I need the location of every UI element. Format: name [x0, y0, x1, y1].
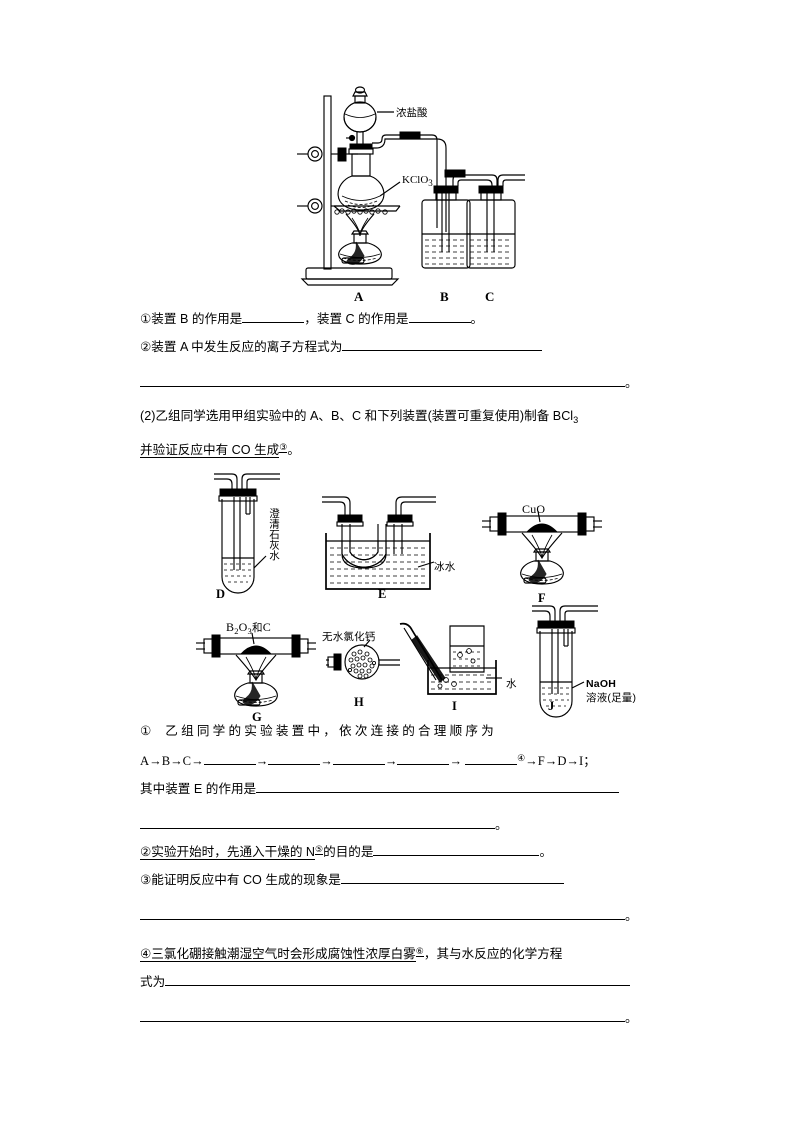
q3-chain-start: A→B→C→ — [140, 754, 204, 768]
figure2-label-d: D — [216, 587, 226, 601]
q3-item1-sub-line: 其中装置 E 的作用是 — [140, 776, 680, 802]
answer-blank[interactable] — [465, 749, 518, 765]
q4-item2-end: 。 — [539, 845, 553, 859]
figure2-label-g: G — [252, 710, 262, 724]
answer-blank[interactable] — [165, 970, 631, 986]
q2-intro-subscript: 3 — [573, 415, 579, 425]
q3-chain-end: →F→D→I； — [525, 754, 596, 768]
answer-blank[interactable] — [140, 813, 495, 829]
label-naoh-solution-excess: 溶液(足量) — [586, 692, 637, 704]
answer-blank[interactable] — [332, 749, 385, 765]
q4-item3-line: ③能证明反应中有 CO 生成的现象是 — [140, 867, 680, 893]
answer-blank[interactable] — [373, 840, 540, 856]
q1-item2-line: ②装置 A 中发生反应的离子方程式为 — [140, 334, 660, 360]
q1-item2-prefix: ②装置 A 中发生反应的离子方程式为 — [140, 340, 343, 354]
figure-apparatus-i — [390, 620, 510, 700]
question-3-block: ① 乙组同学的实验装置中，依次连接的合理顺序为 A→B→C→ → → → → ④→F→D→I… — [140, 718, 680, 838]
figure-apparatus-e — [314, 485, 454, 595]
label-anhydrous-calcium-chloride: 无水氯化钙 — [322, 631, 376, 643]
answer-blank[interactable] — [408, 307, 471, 323]
answer-blank[interactable] — [268, 749, 321, 765]
answer-blank[interactable] — [340, 868, 564, 884]
figure2-label-i: I — [452, 699, 458, 713]
q1-item1-line: ①装置 B 的作用是 ，装置 C 的作用是 。 — [140, 306, 660, 332]
q1-item2-continuation: 。 — [140, 370, 660, 396]
q4-item2-line: ②实验开始时，先通入干燥的 N⑤的目的是 。 — [140, 837, 680, 865]
answer-blank[interactable] — [140, 371, 625, 387]
q3-item1-marker: ① — [140, 724, 152, 738]
q4-item4-line2: 式为 — [140, 969, 680, 995]
q4-item4-line1: ④三氯化硼接触潮湿空气时会形成腐蚀性浓厚白雾⑥，其与水反应的化学方程 — [140, 939, 680, 967]
q3-item1-sub: 其中装置 E 的作用是 — [140, 782, 257, 796]
q4-item4-text-a: ④三氯化硼接触潮湿空气时会形成腐蚀性浓厚白雾 — [140, 947, 416, 962]
footnote-marker-5: ⑤ — [315, 844, 324, 855]
label-cuo: CuO — [522, 502, 546, 516]
label-limewater: 澄清石灰水 — [268, 508, 280, 561]
figure1-label-b: B — [440, 289, 449, 304]
answer-blank[interactable] — [140, 904, 625, 920]
answer-blank[interactable] — [397, 749, 450, 765]
answer-blank[interactable] — [242, 307, 305, 323]
q4-item3-continuation: 。 — [140, 903, 680, 929]
figure-apparatus-h — [326, 639, 412, 684]
figure-apparatus-f — [482, 500, 602, 596]
answer-blank[interactable] — [203, 749, 256, 765]
figure-apparatus-d — [196, 470, 306, 600]
figure2-label-e: E — [378, 587, 387, 601]
label-water: 水 — [506, 678, 517, 690]
label-b2o3-and-c: B2O3和C — [226, 620, 271, 636]
question-4-block: ②实验开始时，先通入干燥的 N⑤的目的是。 ③能证明反应中有 CO 生成的现象是… — [140, 837, 680, 1031]
q1-item1-suffix: 。 — [470, 312, 484, 326]
q4-item4-text-c: 式为 — [140, 975, 166, 989]
q2-intro-line2: 并验证反应中有 CO 生成③。 — [140, 435, 680, 463]
label-ice-water: 冰水 — [434, 561, 456, 573]
figure-apparatus-j — [522, 602, 632, 722]
q2-intro-underlined: 并验证反应中有 CO 生成 — [140, 443, 280, 458]
q3-chain-arrow: → — [255, 754, 269, 768]
q4-item3-tail: 。 — [625, 909, 638, 923]
label-kclo3: KClO3 — [402, 174, 433, 188]
q4-item4-text-b: ，其与水反应的化学方程 — [423, 947, 563, 961]
q1-item2-tail: 。 — [625, 376, 638, 390]
figure2-label-f: F — [538, 591, 546, 605]
figure2-label-h: H — [354, 695, 364, 709]
q4-item4-continuation: 。 — [140, 1005, 680, 1031]
q3-item1-continuation: 。 — [140, 812, 680, 838]
q3-item1-line1: ① 乙组同学的实验装置中，依次连接的合理顺序为 — [140, 718, 680, 744]
question-2-intro: (2)乙组同学选用甲组实验中的 A、B、C 和下列装置(装置可重复使用)制备 B… — [140, 403, 680, 463]
figure-apparatus-abc: 浓盐酸 KClO3 — [282, 82, 532, 297]
q4-item4-tail: 。 — [625, 1011, 638, 1025]
figure-apparatus-g — [196, 622, 316, 718]
q3-chain-arrow: → — [320, 754, 333, 768]
q3-chain-arrow: → — [384, 754, 398, 768]
answer-blank[interactable] — [256, 777, 620, 793]
label-naoh: NaOH — [586, 678, 616, 690]
q4-item3-text: ③能证明反应中有 CO 生成的现象是 — [140, 873, 341, 887]
q4-item2-text-a: ②实验开始时，先通入干燥的 N — [140, 845, 316, 860]
footnote-marker-6: ⑥ — [415, 946, 424, 957]
q2-intro-line1: (2)乙组同学选用甲组实验中的 A、B、C 和下列装置(装置可重复使用)制备 B… — [140, 403, 680, 433]
question-1-block: ①装置 B 的作用是，装置 C 的作用是。 ②装置 A 中发生反应的离子方程式为… — [140, 306, 660, 396]
q3-chain-arrow: → — [449, 754, 463, 768]
footnote-marker-4: ④ — [517, 753, 526, 763]
q3-item1-text: 乙组同学的实验装置中，依次连接的合理顺序为 — [165, 724, 497, 738]
figure2-label-j: J — [548, 699, 555, 713]
q3-item1-tail: 。 — [495, 818, 508, 832]
answer-blank[interactable] — [342, 335, 543, 351]
q2-intro-text: (2)乙组同学选用甲组实验中的 A、B、C 和下列装置(装置可重复使用)制备 B… — [140, 409, 574, 423]
figure1-label-c: C — [485, 289, 495, 304]
answer-blank[interactable] — [140, 1006, 625, 1022]
label-concentrated-hcl: 浓盐酸 — [396, 106, 428, 119]
q4-item2-text-b: 的目的是 — [323, 845, 374, 859]
footnote-marker-3: ③ — [279, 442, 288, 453]
figure1-label-a: A — [354, 289, 364, 304]
q1-item1-prefix: ①装置 B 的作用是 — [140, 312, 243, 326]
q1-item1-middle: ，装置 C 的作用是 — [304, 312, 409, 326]
q2-intro-period: 。 — [287, 443, 300, 457]
q3-chain-line: A→B→C→ → → → → ④→F→D→I； — [140, 746, 680, 774]
